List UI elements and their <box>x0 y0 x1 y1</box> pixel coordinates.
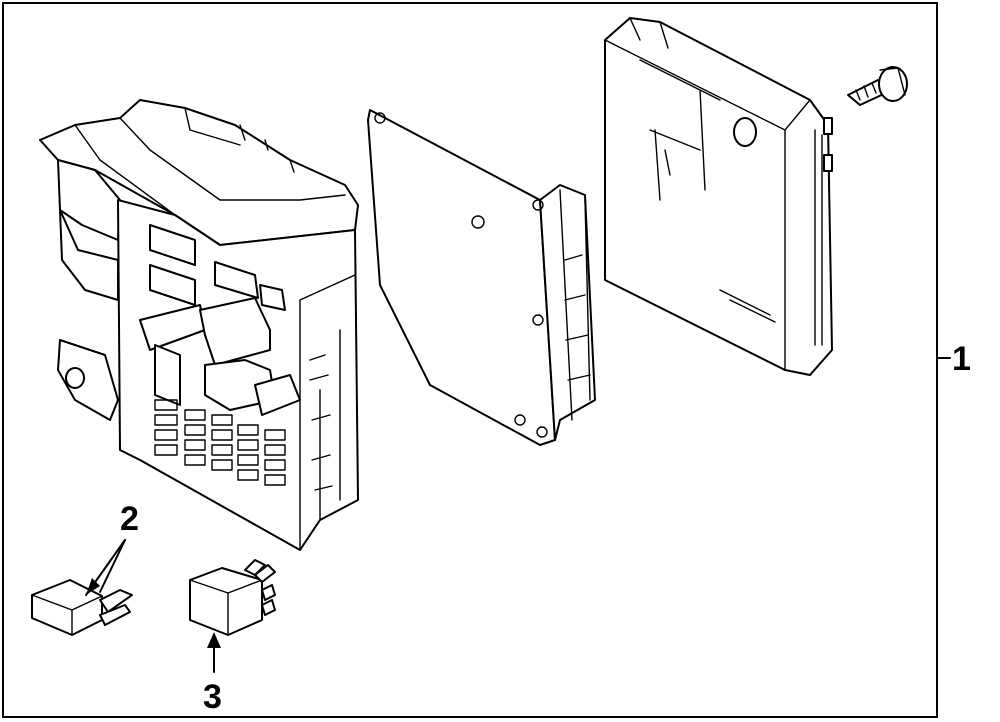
callout-3: 3 <box>203 632 222 716</box>
screw <box>847 66 908 106</box>
callout-2-number: 2 <box>120 500 139 538</box>
callout-1-number: 1 <box>952 340 971 378</box>
mini-fuse <box>31 579 133 636</box>
fuse-relay-box <box>39 99 359 551</box>
callout-1: 1 <box>936 340 971 378</box>
diagram-frame <box>2 2 938 718</box>
control-module <box>604 17 833 376</box>
callout-3-arrowhead <box>207 632 221 648</box>
cover-plate <box>367 109 596 446</box>
callout-2-arrowhead <box>86 578 100 595</box>
callout-2: 2 <box>85 500 139 596</box>
relay <box>189 559 276 636</box>
callout-3-number: 3 <box>203 678 222 716</box>
